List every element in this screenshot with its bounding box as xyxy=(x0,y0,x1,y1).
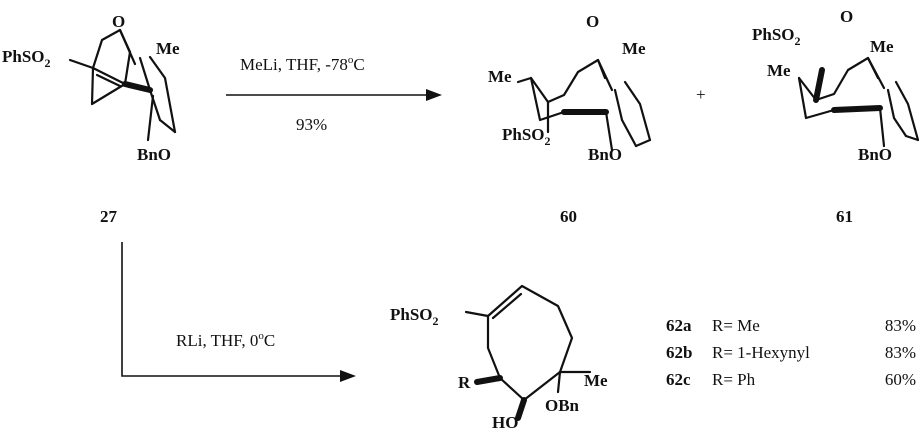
product-62a-r: R= Me xyxy=(712,316,760,335)
compound-62-methyl: Me xyxy=(584,371,608,390)
compound-60-number: 60 xyxy=(560,207,577,226)
product-62a-id: 62a xyxy=(666,316,692,335)
compound-60-bonds xyxy=(516,58,652,152)
compound-60-obn: BnO xyxy=(588,145,622,164)
compound-61-bonds xyxy=(797,56,919,148)
reaction-arrow-1 xyxy=(226,89,442,101)
product-62b-id: 62b xyxy=(666,343,692,362)
reaction-arrow-2 xyxy=(121,242,356,382)
product-62c-yield: 60% xyxy=(885,370,916,389)
product-62b-r: R= 1-Hexynyl xyxy=(712,343,810,362)
compound-62-hydroxyl: HO xyxy=(492,413,518,430)
product-62a-yield: 83% xyxy=(885,316,916,335)
compound-62-bonds xyxy=(464,284,592,421)
compound-61-number: 61 xyxy=(836,207,853,226)
reaction-2-reagents: RLi, THF, 0oC xyxy=(176,330,275,350)
compound-27-obn: BnO xyxy=(137,145,171,164)
compound-60-methyl-left: Me xyxy=(488,67,512,86)
reaction-1-reagents: MeLi, THF, -78oC xyxy=(240,54,365,74)
product-62c-r: R= Ph xyxy=(712,370,756,389)
compound-62-obn: OBn xyxy=(545,396,580,415)
compound-27: PhSO2 O Me BnO 27 xyxy=(2,12,180,226)
compound-62: PhSO2 R Me OBn HO xyxy=(390,284,608,430)
compound-61: PhSO2 O Me Me BnO 61 xyxy=(752,7,919,226)
compound-60-phso2: PhSO2 xyxy=(502,125,551,148)
compound-62-r-group: R xyxy=(458,373,471,392)
compound-60-bridge-oxygen: O xyxy=(586,12,599,31)
product-table: 62a R= Me 83% 62b R= 1-Hexynyl 83% 62c R… xyxy=(666,316,916,389)
compound-27-number: 27 xyxy=(100,207,118,226)
compound-27-phso2: PhSO2 xyxy=(2,47,51,70)
compound-61-methyl-top: Me xyxy=(870,37,894,56)
compound-61-phso2: PhSO2 xyxy=(752,25,801,48)
compound-60: O Me Me PhSO2 BnO 60 xyxy=(488,12,652,226)
product-62c-id: 62c xyxy=(666,370,691,389)
product-62b-yield: 83% xyxy=(885,343,916,362)
plus-sign: + xyxy=(696,85,706,104)
compound-62-phso2: PhSO2 xyxy=(390,305,439,328)
compound-27-bonds xyxy=(68,28,177,142)
reaction-1-yield: 93% xyxy=(296,115,327,134)
compound-60-methyl-top: Me xyxy=(622,39,646,58)
compound-61-methyl-left: Me xyxy=(767,61,791,80)
compound-27-bridge-oxygen: O xyxy=(112,12,125,31)
compound-61-bridge-oxygen: O xyxy=(840,7,853,26)
compound-27-methyl: Me xyxy=(156,39,180,58)
compound-61-obn: BnO xyxy=(858,145,892,164)
